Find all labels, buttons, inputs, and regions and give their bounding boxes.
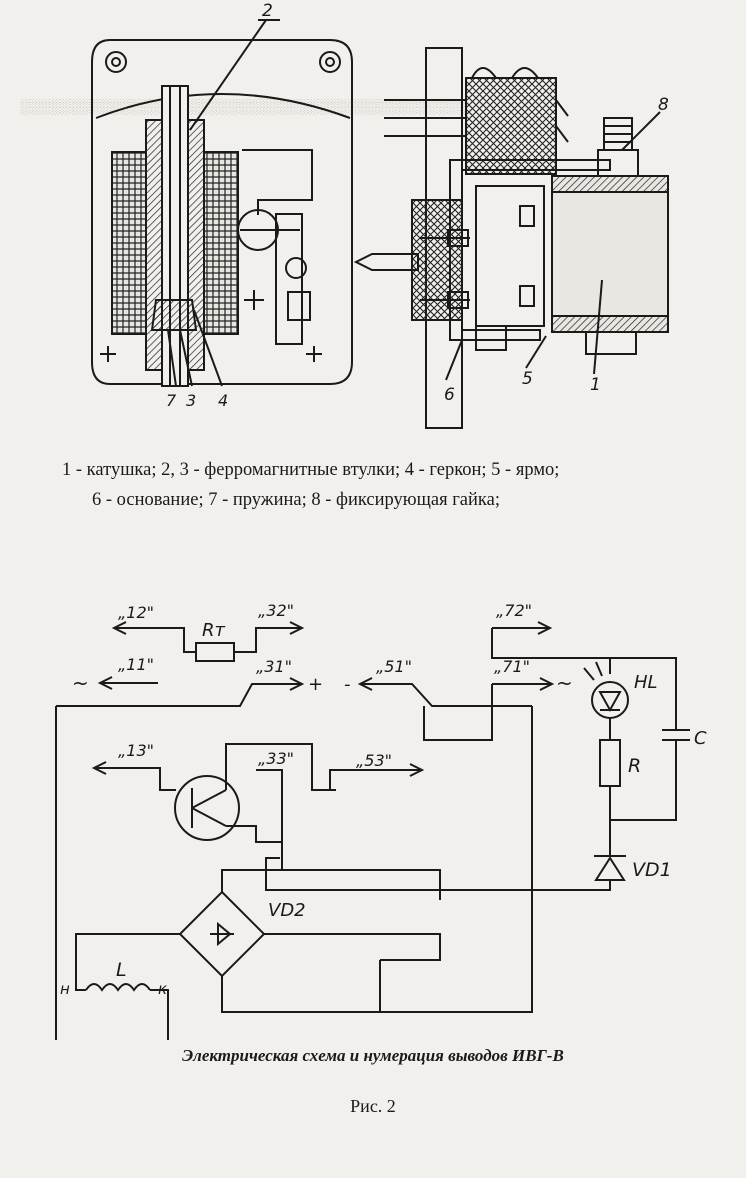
relay-side-view — [353, 47, 669, 429]
terminal-72: „72" — [496, 601, 532, 620]
relay-front-view — [91, 19, 353, 387]
minus-sign: - — [344, 674, 351, 695]
label-rt: Rт — [202, 620, 226, 641]
callout-2: 2 — [262, 1, 273, 21]
terminal-13: „13" — [118, 741, 154, 760]
callout-7: 7 — [166, 391, 177, 410]
figure-number: Рис. 2 — [350, 1096, 396, 1116]
label-vd1: VD1 — [632, 859, 672, 881]
schematic-wiring — [55, 621, 690, 1040]
terminal-31: „31" — [256, 657, 292, 676]
callout-8: 8 — [658, 95, 669, 115]
terminal-33: „33" — [258, 749, 294, 768]
callout-5: 5 — [522, 369, 533, 389]
terminal-53: „53" — [356, 751, 392, 770]
technical-drawing: 2 7 3 4 — [55, 1, 707, 1040]
terminal-12: „12" — [118, 603, 154, 622]
component-labels: Rт HL R C VD1 VD2 L н к + - ~ ~ — [60, 620, 707, 998]
legend-line-1: 1 - катушка; 2, 3 - ферромагнитные втулк… — [62, 460, 560, 480]
label-c: C — [694, 728, 707, 749]
callout-1: 1 — [590, 375, 601, 395]
terminal-71: „71" — [494, 657, 530, 676]
label-hl: HL — [634, 672, 658, 693]
callout-6: 6 — [444, 385, 455, 405]
plus-sign: + — [308, 674, 323, 695]
terminal-11: „11" — [118, 655, 154, 674]
terminal-labels: „12" „32" „11" „31" „51" „72" „71" „13" … — [118, 601, 532, 770]
label-r: R — [628, 755, 641, 777]
legend-line-2: 6 - основание; 7 - пружина; 8 - фиксирую… — [92, 490, 500, 510]
parts-legend: 1 - катушка; 2, 3 - ферромагнитные втулк… — [62, 455, 732, 515]
label-k: к — [158, 980, 167, 998]
terminal-32: „32" — [258, 601, 294, 620]
terminal-51: „51" — [376, 657, 412, 676]
figure-caption: Электрическая схема и нумерация выводов … — [182, 1046, 564, 1065]
label-vd2: VD2 — [268, 900, 306, 921]
callout-4: 4 — [218, 391, 228, 410]
ac-right-sign: ~ — [556, 671, 573, 695]
callout-3: 3 — [186, 391, 196, 410]
label-l: L — [116, 959, 127, 981]
bleed-through-text: ░░░░░░░░░░░░░░░░░░░░░░░░░░░░░░░░░░░░░░░░… — [20, 100, 467, 115]
label-h: н — [60, 980, 70, 998]
ac-left-sign: ~ — [72, 671, 89, 695]
